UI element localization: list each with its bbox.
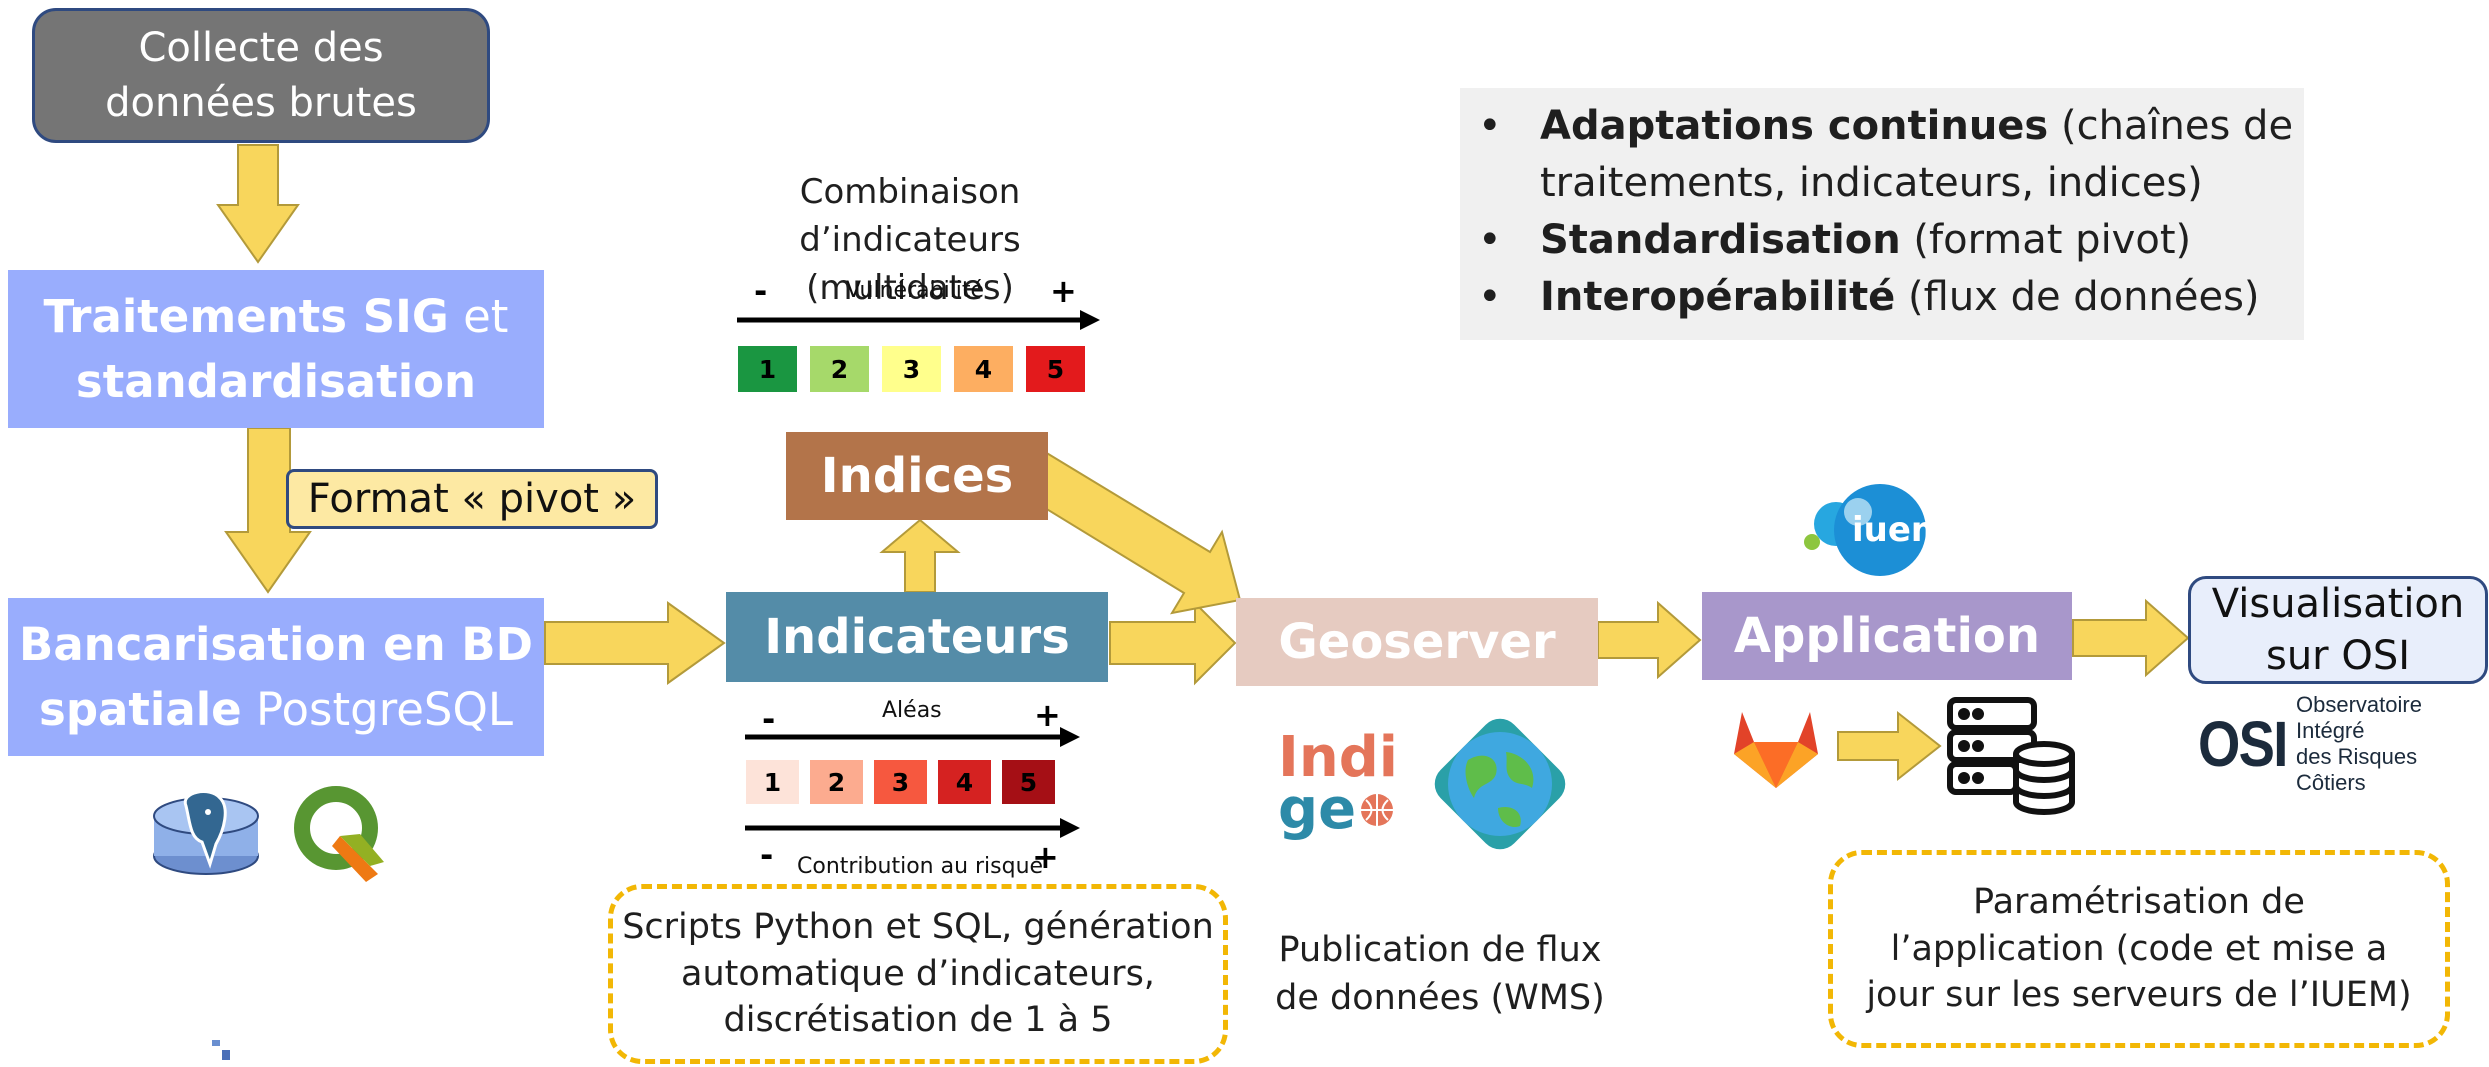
param-line2: l’application (code et mise a [1890,928,2388,969]
collecte-line1: Collecte des [138,25,384,72]
parametrisation-note: Paramétrisation de l’application (code e… [1828,850,2450,1048]
postgresql-icon [153,790,259,875]
osi-logo: OSI Observatoire Intégré des Risques Côt… [2198,692,2488,795]
contribution-minus: - [760,836,774,874]
indigeo-text-1: Indi [1278,725,1398,790]
arrow-gitlab-server [1837,710,1942,782]
bullet-1-cont: traitements, indicateurs, indices) [1540,160,2203,206]
visualisation-box: Visualisation sur OSI [2188,576,2488,684]
publication-line1: Publication de flux [1278,930,1602,970]
geoserver-globe-icon [1434,718,1566,850]
contribution-label: Contribution au risque [797,854,1044,879]
contribution-plus: + [1032,838,1059,876]
bancarisation-box: Bancarisation en BD spatiale PostgreSQL [8,598,544,756]
visualisation-line1: Visualisation [2211,581,2465,627]
indices-label: Indices [820,448,1014,504]
application-box: Application [1702,592,2072,680]
arrow-bancarisation-indicateurs [544,601,726,685]
bullet-3-bold: Interopérabilité [1540,274,1896,320]
aleas-cell-3: 3 [872,758,929,806]
bancarisation-normal2: PostgreSQL [241,683,513,736]
vulnerabilite-cell-2: 2 [808,344,871,394]
iuem-text: iuem [1852,510,1947,550]
indices-box: Indices [786,432,1048,520]
collecte-line2: données brutes [105,79,417,126]
publication-caption: Publication de flux de données (WMS) [1240,926,1640,1023]
arrow-indices-geoserver [1044,450,1242,615]
decorative-dots-icon [212,1040,230,1060]
vulnerabilite-cell-5: 5 [1024,344,1087,394]
scripts-line3: discrétisation de 1 à 5 [723,1000,1113,1041]
scripts-line2: automatique d’indicateurs, [681,953,1155,994]
bancarisation-bold2: spatiale [39,683,242,736]
vulnerabilite-plus: + [1050,272,1077,310]
gitlab-icon [1734,712,1818,788]
visualisation-line2: sur OSI [2265,633,2411,679]
param-line3: jour sur les serveurs de l’IUEM) [1866,975,2412,1016]
aleas-cell-1: 1 [744,758,801,806]
application-label: Application [1733,608,2041,664]
param-line1: Paramétrisation de [1973,882,2305,923]
bullet-2-rest: (format pivot) [1900,217,2192,263]
indigeo-globe-icon [1361,794,1394,826]
bullet-2-bold: Standardisation [1540,217,1901,263]
indigeo-logo: Indi ge [1278,725,1408,852]
geoserver-box: Geoserver [1236,598,1598,686]
indicateurs-label: Indicateurs [764,609,1070,665]
osi-subtitle-1: Observatoire Intégré [2296,692,2422,743]
combinaison-line1: Combinaison d’indicateurs [799,172,1021,260]
combinaison-caption: Combinaison d’indicateurs (multidates) [690,168,1130,312]
vulnerabilite-label: Vulnérabilité [846,278,985,303]
format-pivot-label: Format « pivot » [307,476,637,522]
arrow-application-visualisation [2072,598,2190,678]
traitements-normal1: et [448,289,509,343]
server-database-icon [1947,697,2075,815]
arrow-traitements-bancarisation [224,427,312,594]
bullet-1-rest: (chaînes de [2048,103,2294,149]
bullet-3-rest: (flux de données) [1895,274,2260,320]
aleas-cell-4: 4 [936,758,993,806]
qgis-icon [294,786,384,882]
publication-line2: de données (WMS) [1275,978,1605,1019]
indigeo-text-2: ge [1278,777,1357,842]
iuem-circles-icon [1804,484,1926,576]
arrow-indicateurs-geoserver [1109,600,1237,686]
combinaison-line2: (multidates) [806,268,1014,308]
key-points-panel [1460,88,2304,340]
geoserver-label: Geoserver [1278,614,1556,670]
vulnerabilite-minus: - [754,272,768,310]
key-points-list: • Adaptations continues (chaînes de trai… [1478,103,2294,320]
iuem-logo: iuem [1796,482,1976,578]
arrow-collecte-traitements [216,144,300,264]
osi-subtitle-2: des Risques Côtiers [2296,744,2418,795]
scripts-line1: Scripts Python et SQL, génération [622,907,1214,948]
aleas-cell-5: 5 [1000,758,1057,806]
osi-text: OSI [2198,708,2288,780]
format-pivot-box: Format « pivot » [286,469,658,529]
arrow-indicateurs-indices [879,518,961,593]
vulnerabilite-cell-4: 4 [952,344,1015,394]
vulnerabilite-cell-1: 1 [736,344,799,394]
traitements-bold2: standardisation [75,355,477,408]
traitements-bold1: Traitements SIG [43,289,449,343]
indicateurs-box: Indicateurs [726,592,1108,682]
aleas-plus: + [1034,696,1061,734]
vulnerabilite-cell-3: 3 [880,344,943,394]
arrow-geoserver-application [1597,600,1702,680]
aleas-cell-2: 2 [808,758,865,806]
scripts-note: Scripts Python et SQL, génération automa… [608,884,1228,1064]
aleas-label: Aléas [882,698,942,723]
bancarisation-bold1: Bancarisation en BD [19,617,533,671]
traitements-box: Traitements SIG et standardisation [8,270,544,428]
aleas-minus: - [762,700,776,738]
bullet-1-bold: Adaptations continues [1540,103,2049,149]
collecte-box: Collecte des données brutes [32,8,490,143]
